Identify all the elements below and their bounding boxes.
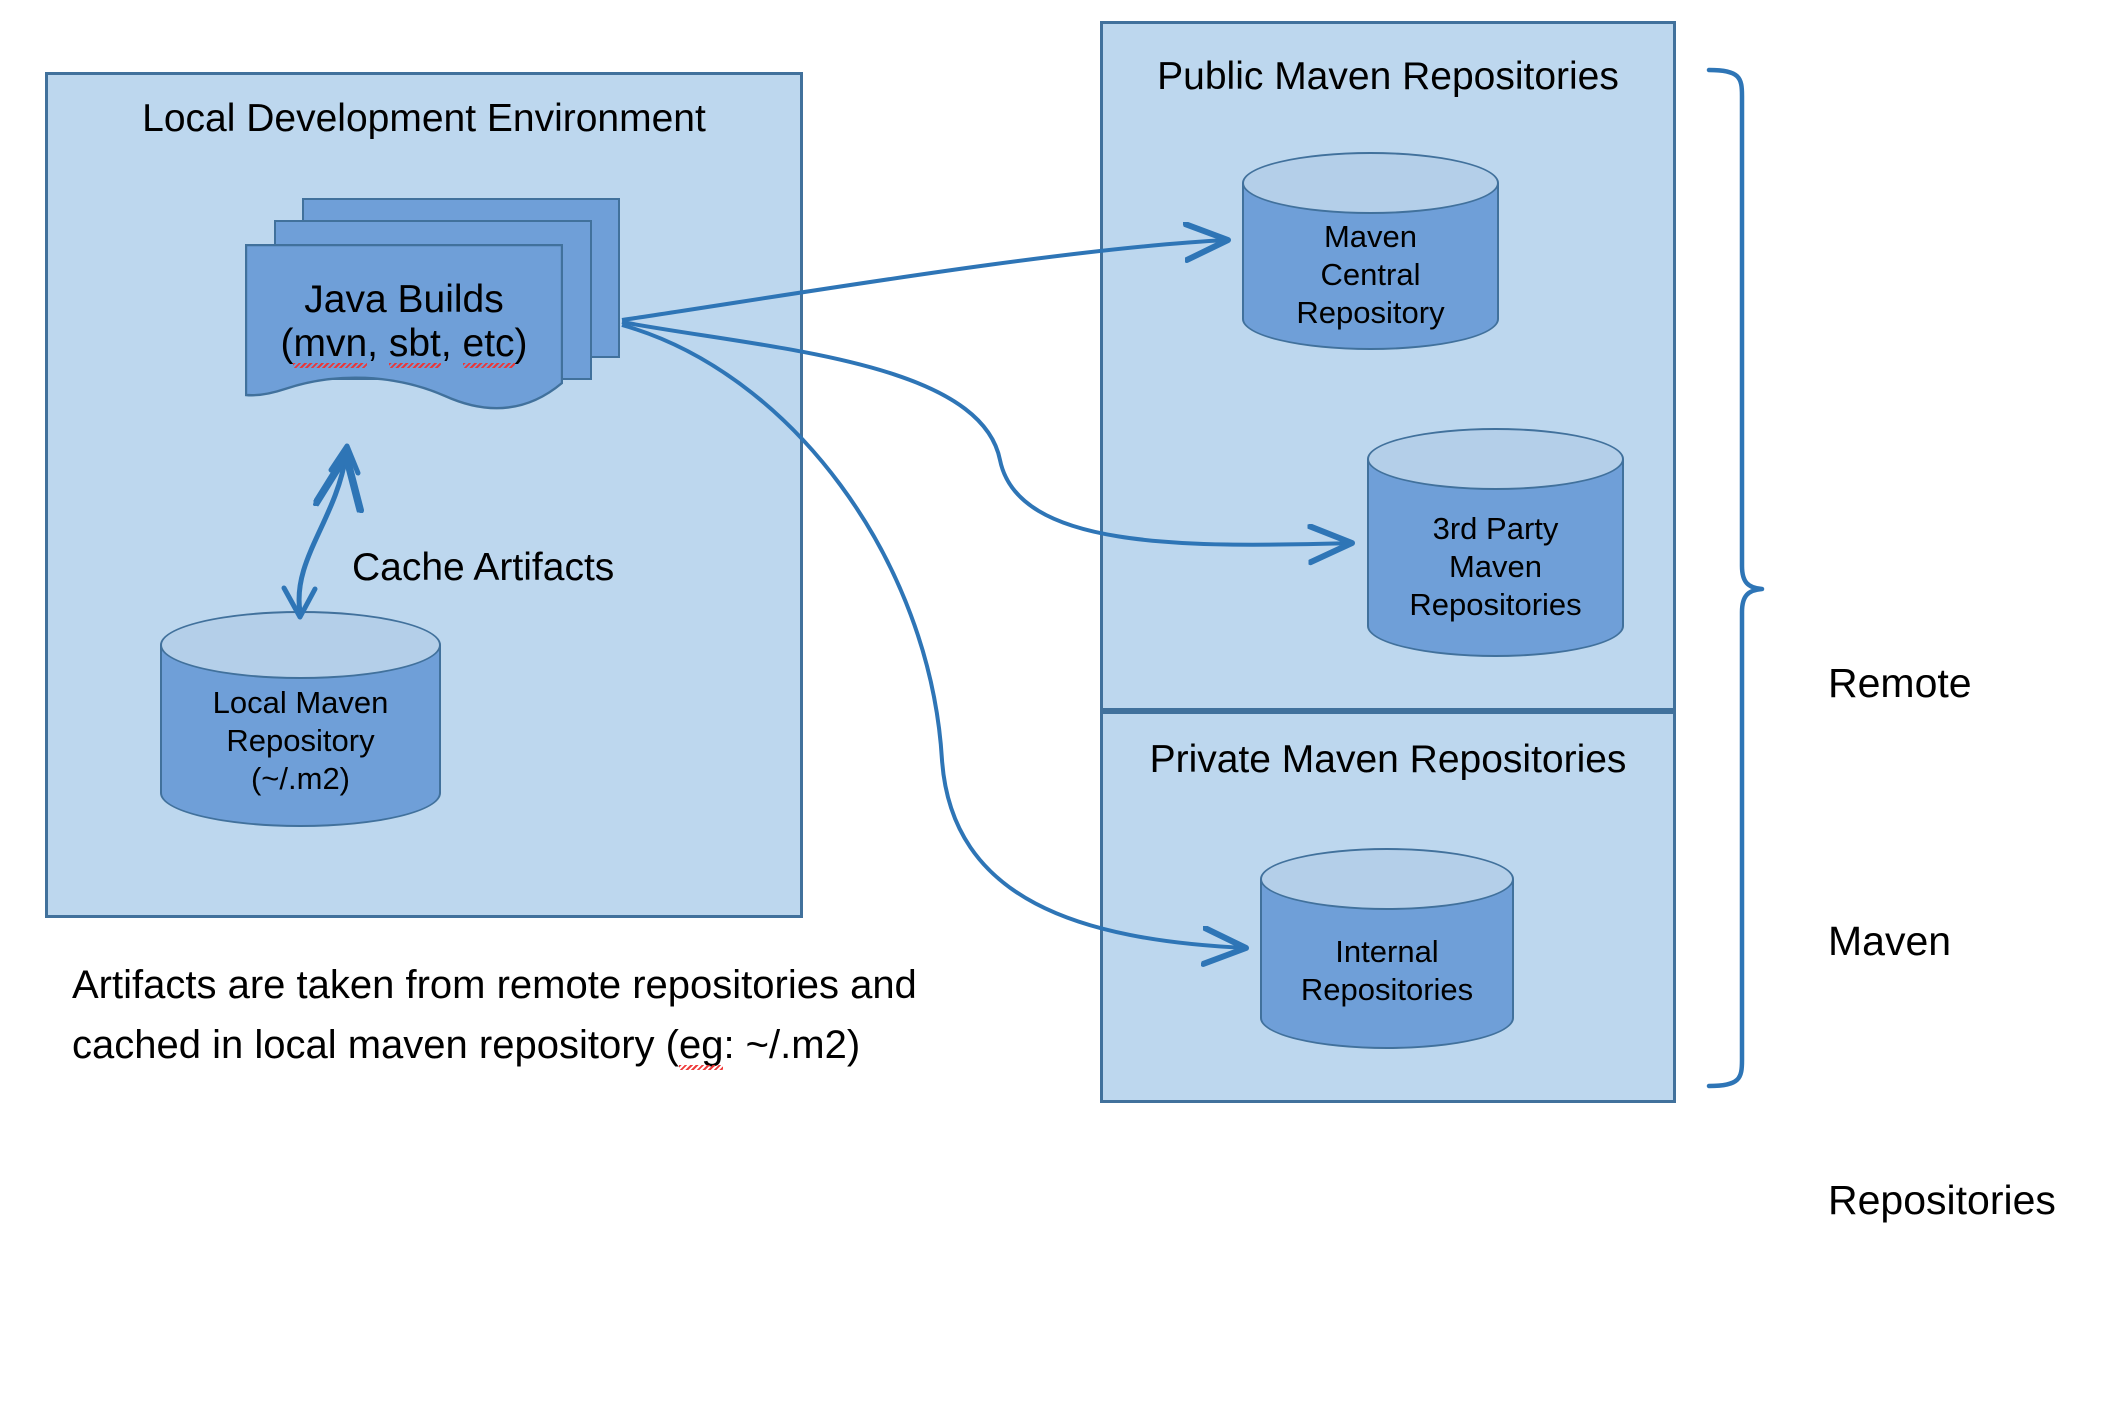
java-builds-node[interactable]: Java Builds (mvn, sbt, etc) bbox=[245, 198, 620, 413]
third-party-maven-repositories-node[interactable]: 3rd Party Maven Repositories bbox=[1367, 428, 1624, 661]
local-maven-repository-node[interactable]: Local Maven Repository (~/.m2) bbox=[160, 611, 441, 830]
third-party-line3: Repositories bbox=[1409, 586, 1582, 622]
local-maven-repository-label: Local Maven Repository (~/.m2) bbox=[160, 684, 441, 797]
diagram-caption: Artifacts are taken from remote reposito… bbox=[72, 955, 972, 1075]
third-party-maven-repositories-label: 3rd Party Maven Repositories bbox=[1367, 510, 1624, 623]
maven-central-repository-label: Maven Central Repository bbox=[1242, 218, 1499, 331]
maven-central-repository-node[interactable]: Maven Central Repository bbox=[1242, 152, 1499, 354]
java-builds-label-line2: (mvn, sbt, etc) bbox=[280, 322, 528, 366]
internal-repositories-node[interactable]: Internal Repositories bbox=[1260, 848, 1514, 1053]
brace-label-line1: Remote bbox=[1828, 660, 1972, 707]
third-party-line1: 3rd Party bbox=[1432, 511, 1559, 546]
caption-line1: Artifacts are taken from remote reposito… bbox=[72, 963, 917, 1007]
java-builds-label: Java Builds (mvn, sbt, etc) bbox=[245, 278, 563, 367]
group-local-development-environment-title: Local Development Environment bbox=[142, 97, 706, 140]
cylinder-top bbox=[1260, 848, 1514, 910]
third-party-line2: Maven bbox=[1448, 548, 1543, 584]
maven-central-line2: Central bbox=[1320, 256, 1421, 292]
maven-central-line3: Repository bbox=[1296, 294, 1445, 330]
internal-repositories-line2: Repositories bbox=[1300, 971, 1474, 1007]
local-maven-repository-line3: (~/.m2) bbox=[250, 760, 351, 796]
maven-central-line1: Maven bbox=[1323, 219, 1418, 254]
group-private-maven-repositories-title: Private Maven Repositories bbox=[1149, 738, 1627, 781]
remote-repositories-brace bbox=[1706, 67, 1765, 1089]
sbt-token: sbt bbox=[388, 322, 441, 366]
cylinder-top bbox=[1242, 152, 1499, 214]
remote-maven-repositories-label: Remote Maven Repositories bbox=[1828, 468, 2056, 1415]
eg-token: eg bbox=[678, 1023, 724, 1067]
caption-line2-post: : ~/.m2) bbox=[723, 1023, 861, 1067]
java-builds-label-line1: Java Builds bbox=[304, 278, 504, 321]
etc-token: etc bbox=[462, 322, 515, 366]
brace-label-line2: Maven bbox=[1828, 918, 1952, 965]
caption-line2-pre: cached in local maven repository ( bbox=[72, 1023, 679, 1067]
mvn-token: mvn bbox=[293, 322, 368, 366]
cylinder-top bbox=[160, 611, 441, 679]
cache-artifacts-label: Cache Artifacts bbox=[352, 546, 615, 589]
brace-label-line3: Repositories bbox=[1828, 1176, 2056, 1223]
internal-repositories-line1: Internal bbox=[1335, 934, 1439, 969]
diagram-canvas: Local Development Environment Java Build… bbox=[0, 0, 2114, 1128]
cylinder-top bbox=[1367, 428, 1624, 490]
caption-line2: cached in local maven repository (eg: ~/… bbox=[72, 1015, 972, 1075]
local-maven-repository-line1: Local Maven bbox=[212, 685, 389, 720]
local-maven-repository-line2: Repository bbox=[226, 722, 375, 758]
group-public-maven-repositories-title: Public Maven Repositories bbox=[1157, 55, 1619, 98]
internal-repositories-label: Internal Repositories bbox=[1260, 933, 1514, 1009]
